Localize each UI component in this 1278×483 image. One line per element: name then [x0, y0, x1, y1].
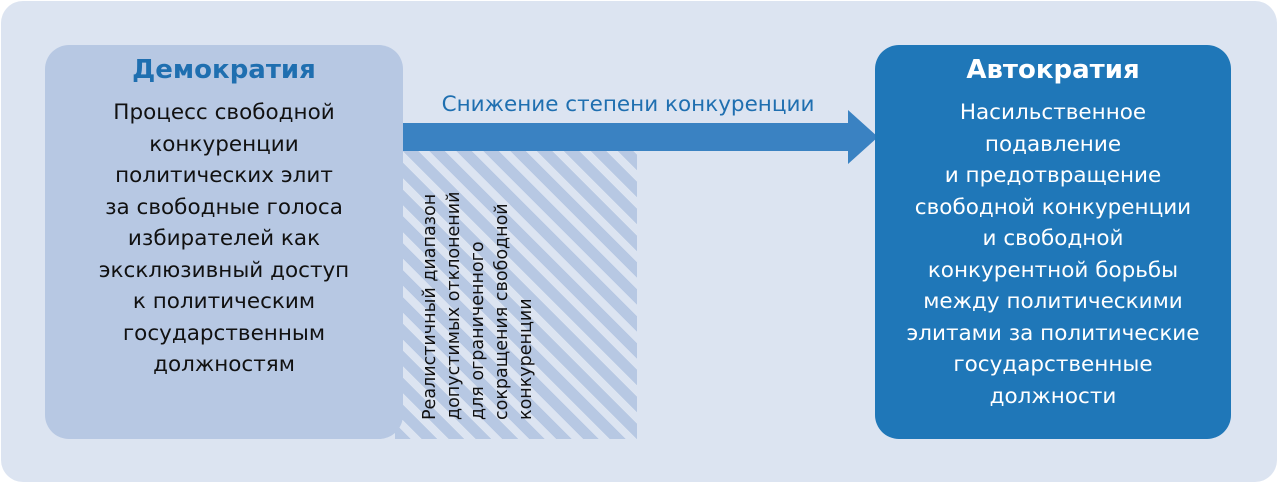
autocracy-line: подавление: [984, 131, 1122, 157]
autocracy-line: государственные: [953, 352, 1153, 377]
democracy-box: Демократия Процесс свободной конкуренции…: [45, 45, 403, 439]
hatched-range-area: [395, 148, 637, 439]
democracy-description: Процесс свободной конкуренции политическ…: [99, 97, 350, 381]
autocracy-line: должности: [989, 383, 1117, 409]
democracy-line: конкуренции: [149, 131, 299, 157]
democracy-line: за свободные голоса: [105, 194, 343, 220]
range-caption-line: Реалистичный диапазон: [420, 193, 440, 420]
democracy-line: Процесс свободной: [113, 100, 335, 125]
arrow-shape: [398, 110, 878, 164]
democracy-line: избирателей как: [127, 226, 321, 251]
range-caption-line: для ограниченного: [468, 241, 488, 420]
range-caption-line: сокращения свободной: [492, 203, 512, 420]
democracy-line: политических элит: [115, 163, 333, 188]
range-caption: Реалистичный диапазон допустимых отклоне…: [418, 148, 538, 421]
autocracy-line: и предотвращение: [944, 163, 1162, 188]
democracy-line: должностям: [153, 352, 295, 377]
range-caption-line: конкуренции: [516, 298, 536, 420]
arrow-label: Снижение степени конкуренции: [441, 92, 815, 117]
democracy-line: к политическим: [132, 289, 316, 314]
democracy-title: Демократия: [132, 55, 316, 85]
democracy-line: эксклюзивный доступ: [98, 257, 350, 283]
autocracy-line: элитами за политические: [906, 320, 1200, 346]
autocracy-box: Автократия Насильственное подавление и п…: [875, 45, 1231, 439]
autocracy-line: Насильственное: [959, 100, 1147, 125]
autocracy-line: и свободной: [982, 226, 1124, 251]
democracy-line: государственным: [122, 320, 326, 346]
autocracy-title: Автократия: [966, 55, 1140, 85]
autocracy-line: свободной конкуренции: [914, 194, 1192, 220]
autocracy-line: между политическими: [923, 289, 1183, 314]
autocracy-line: конкурентной борьбы: [927, 257, 1179, 283]
range-caption-line: допустимых отклонений: [444, 191, 464, 421]
autocracy-description: Насильственное подавление и предотвращен…: [906, 97, 1199, 412]
